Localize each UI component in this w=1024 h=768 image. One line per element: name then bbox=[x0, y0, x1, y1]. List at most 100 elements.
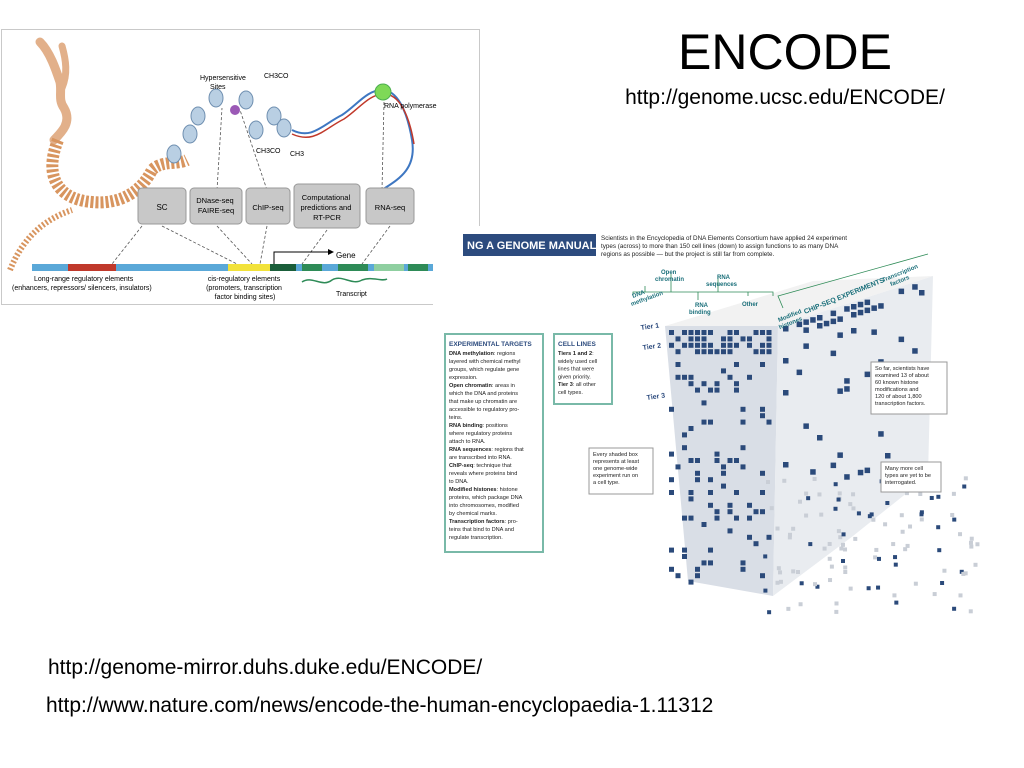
shaded-box-note bbox=[588, 447, 654, 495]
matrix-cell bbox=[830, 350, 837, 357]
matrix-cell bbox=[688, 342, 694, 348]
matrix-cell bbox=[734, 330, 739, 335]
cell-lines-title: CELL LINES bbox=[558, 341, 596, 348]
matrix-cell bbox=[766, 534, 772, 540]
matrix-cell bbox=[708, 490, 713, 495]
matrix-cell bbox=[747, 342, 752, 348]
matrix-cell bbox=[766, 349, 772, 355]
matrix-cell bbox=[721, 342, 726, 348]
matrix-cell bbox=[708, 349, 713, 355]
matrix-cell bbox=[682, 515, 687, 521]
matrix-cell bbox=[760, 406, 765, 412]
scatter-cube bbox=[975, 542, 980, 547]
matrix-cell bbox=[760, 490, 765, 495]
matrix-cell bbox=[803, 327, 809, 333]
matrix-cell bbox=[695, 342, 700, 348]
matrix-cell bbox=[766, 342, 772, 348]
scatter-cube bbox=[874, 547, 879, 552]
scatter-cube bbox=[839, 546, 844, 551]
matrix-cell bbox=[760, 342, 765, 348]
matrix-cell bbox=[803, 343, 809, 349]
info-line: reveals where proteins bind bbox=[449, 471, 517, 477]
matrix-cell bbox=[675, 573, 681, 579]
matrix-cell bbox=[740, 445, 746, 451]
more-cells-note bbox=[880, 461, 942, 493]
matrix-cell bbox=[682, 547, 687, 553]
scatter-cube bbox=[763, 588, 768, 593]
matrix-cell bbox=[844, 306, 850, 312]
scatter-cube bbox=[893, 555, 898, 560]
matrix-cell bbox=[682, 330, 687, 335]
scatter-cube bbox=[958, 593, 963, 598]
matrix-cell bbox=[669, 547, 674, 553]
scatter-cube bbox=[919, 510, 924, 515]
info-line: groups, which regulate gene bbox=[449, 367, 519, 373]
matrix-cell bbox=[766, 336, 772, 342]
scatter-cube bbox=[961, 571, 966, 576]
scatter-cube bbox=[786, 606, 791, 611]
matrix-cell bbox=[830, 310, 837, 317]
matrix-cell bbox=[817, 323, 823, 329]
scatter-cube bbox=[856, 511, 861, 516]
scatter-cube bbox=[778, 579, 783, 584]
scatter-cube bbox=[962, 484, 967, 489]
scatter-cube bbox=[952, 606, 957, 611]
matrix-cell bbox=[708, 547, 713, 553]
matrix-cell bbox=[734, 515, 739, 521]
scatter-cube bbox=[876, 585, 881, 590]
scatter-cube bbox=[963, 571, 968, 576]
scatter-cube bbox=[932, 592, 937, 597]
scatter-cube bbox=[968, 609, 973, 614]
scatter-cube bbox=[892, 593, 897, 598]
matrix-cell bbox=[714, 515, 720, 521]
matrix-cell bbox=[669, 330, 674, 335]
matrix-cell bbox=[760, 470, 765, 476]
experimental-targets-title: EXPERIMENTAL TARGETS bbox=[449, 341, 532, 348]
matrix-cell bbox=[675, 349, 681, 355]
matrix-cell bbox=[721, 483, 726, 489]
scatter-cube bbox=[827, 541, 832, 546]
matrix-cell bbox=[830, 318, 837, 325]
scatter-cube bbox=[787, 535, 792, 540]
matrix-cell bbox=[803, 423, 809, 429]
scatter-cube bbox=[841, 558, 846, 563]
matrix-cell bbox=[817, 435, 823, 441]
matrix-cell bbox=[747, 502, 752, 508]
duke-mirror-link[interactable]: http://genome-mirror.duhs.duke.edu/ENCOD… bbox=[48, 656, 483, 679]
matrix-cell bbox=[734, 490, 739, 495]
matrix-cell bbox=[734, 342, 739, 348]
long-range-label: Long-range regulatory elements (enhancer… bbox=[12, 276, 152, 292]
so-far-note bbox=[870, 361, 948, 415]
matrix-cell bbox=[675, 336, 681, 342]
scatter-cube bbox=[828, 578, 833, 583]
matrix-cell bbox=[837, 316, 843, 322]
scatter-cube bbox=[812, 476, 817, 481]
scatter-cube bbox=[873, 555, 878, 560]
scatter-cube bbox=[829, 564, 834, 569]
matrix-cell bbox=[727, 330, 733, 335]
info-line: Tiers 1 and 2: bbox=[558, 351, 594, 357]
matrix-cell bbox=[857, 301, 864, 308]
matrix-cell bbox=[734, 458, 739, 463]
matrix-cell bbox=[688, 515, 694, 521]
nature-news-link[interactable]: http://www.nature.com/news/encode-the-hu… bbox=[46, 694, 714, 717]
scatter-cube bbox=[782, 478, 787, 483]
info-line: expression. bbox=[449, 375, 478, 381]
matrix-cell bbox=[675, 362, 681, 367]
matrix-cell bbox=[796, 369, 803, 376]
info-line: by chemical marks. bbox=[449, 511, 497, 517]
info-line: accessible to regulatory pro- bbox=[449, 407, 519, 413]
matrix-cell bbox=[708, 387, 713, 393]
matrix-cell bbox=[714, 381, 720, 387]
scatter-cube bbox=[778, 570, 783, 575]
matrix-cell bbox=[695, 470, 700, 476]
scatter-cube bbox=[848, 502, 853, 507]
scatter-cube bbox=[791, 526, 796, 531]
rna-polymerase-label: RNA polymerase bbox=[384, 103, 437, 110]
matrix-cell bbox=[695, 566, 700, 572]
matrix-cell bbox=[753, 509, 759, 515]
matrix-cell bbox=[714, 509, 720, 515]
ch3-label: CH3 bbox=[290, 151, 304, 158]
scatter-cube bbox=[840, 542, 845, 547]
